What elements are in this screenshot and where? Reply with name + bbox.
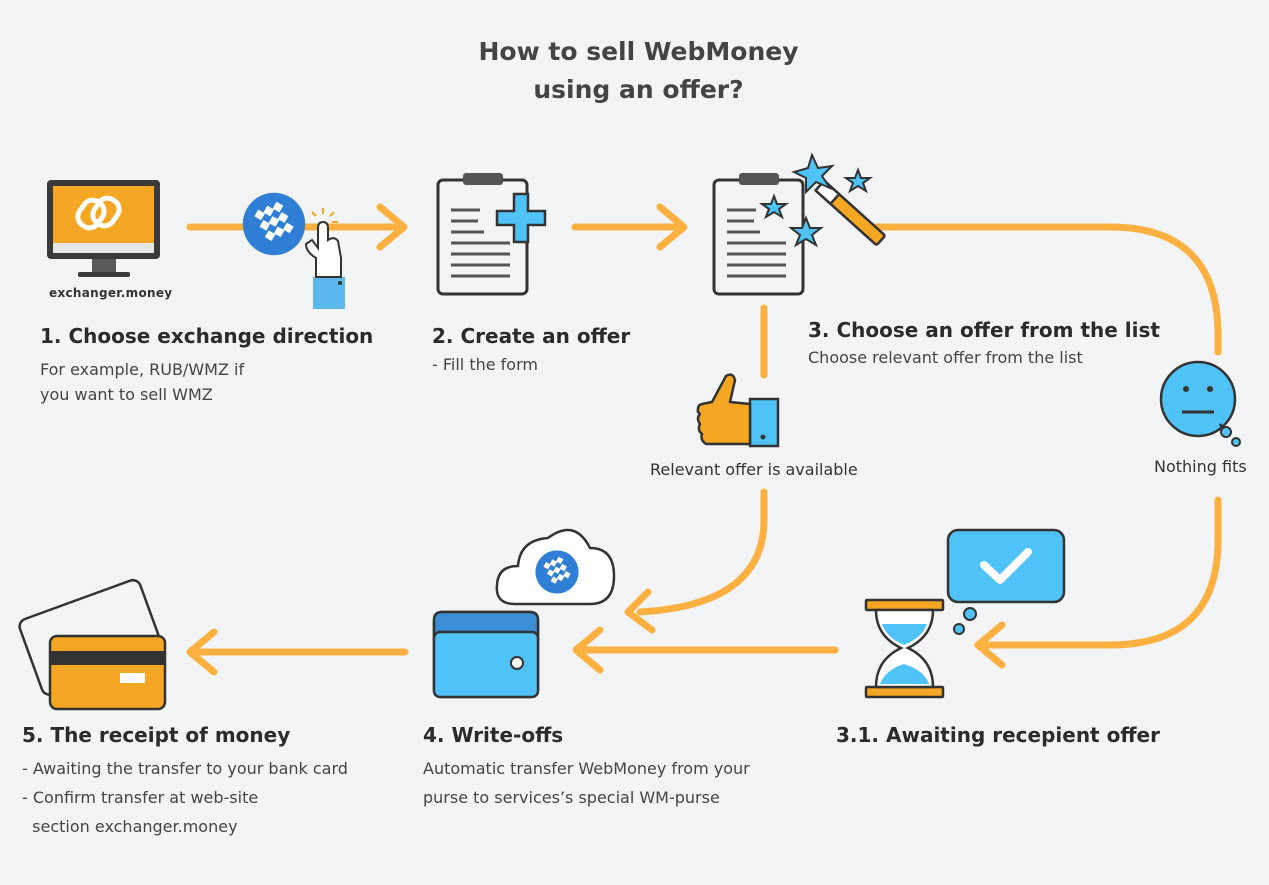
step-4-desc-line-1: Automatic transfer WebMoney from your bbox=[423, 759, 750, 778]
step-1-desc-line-2: you want to sell WMZ bbox=[40, 385, 213, 404]
hourglass-icon bbox=[864, 598, 945, 699]
connector-relevant-to-write-offs bbox=[636, 488, 768, 616]
step-5-desc-line-1: - Awaiting the transfer to your bank car… bbox=[22, 759, 348, 778]
arrowhead-2-to-3 bbox=[656, 203, 688, 251]
step-4-desc-line-2: purse to services’s special WM-purse bbox=[423, 788, 720, 807]
arrowhead-to-3-1 bbox=[974, 621, 1006, 669]
step-4-title: 4. Write-offs bbox=[423, 723, 564, 747]
cloud-webmoney-icon bbox=[495, 528, 616, 606]
arrowhead-to-write-offs-a bbox=[624, 588, 656, 634]
diagram-title-line-2: using an offer? bbox=[533, 75, 744, 104]
step-3-desc-line-1: Choose relevant offer from the list bbox=[808, 348, 1083, 367]
step-1-title: 1. Choose exchange direction bbox=[40, 324, 374, 348]
step-5-desc-line-3: section exchanger.money bbox=[22, 817, 238, 836]
step-2-title: 2. Create an offer bbox=[432, 324, 631, 348]
webmoney-click-icon bbox=[242, 192, 345, 309]
relevant-offer-label: Relevant offer is available bbox=[650, 460, 858, 479]
monitor-icon bbox=[47, 180, 160, 277]
step-5-desc-line-2: - Confirm transfer at web-site bbox=[22, 788, 259, 807]
neutral-face-icon bbox=[1159, 360, 1241, 447]
step-5-title: 5. The receipt of money bbox=[22, 723, 291, 747]
connector-nothing-fits-to-3-1 bbox=[976, 496, 1222, 649]
arrowhead-3-1-to-4 bbox=[572, 626, 604, 674]
step-2-desc-line-1: - Fill the form bbox=[432, 355, 538, 374]
diagram-title-line-1: How to sell WebMoney bbox=[478, 37, 799, 66]
step-3-1-title: 3.1. Awaiting recepient offer bbox=[836, 723, 1160, 747]
step-1-desc-line-1: For example, RUB/WMZ if bbox=[40, 360, 245, 379]
step-3-title: 3. Choose an offer from the list bbox=[808, 318, 1160, 342]
clipboard-magic-wand-icon bbox=[712, 152, 886, 296]
thumbs-up-icon bbox=[696, 373, 780, 448]
connector-lines bbox=[186, 203, 1222, 676]
checkmark-bubble-icon bbox=[946, 528, 1066, 635]
arrowhead-4-to-5 bbox=[186, 628, 218, 676]
connector-3-to-nothing-fits bbox=[871, 223, 1222, 356]
logo-text: exchanger.money bbox=[49, 286, 173, 300]
clipboard-plus-icon bbox=[436, 173, 547, 296]
nothing-fits-label: Nothing fits bbox=[1154, 457, 1247, 476]
bank-card-icon bbox=[18, 578, 167, 711]
arrowhead-1-to-2 bbox=[376, 203, 408, 251]
wallet-icon bbox=[432, 610, 540, 699]
